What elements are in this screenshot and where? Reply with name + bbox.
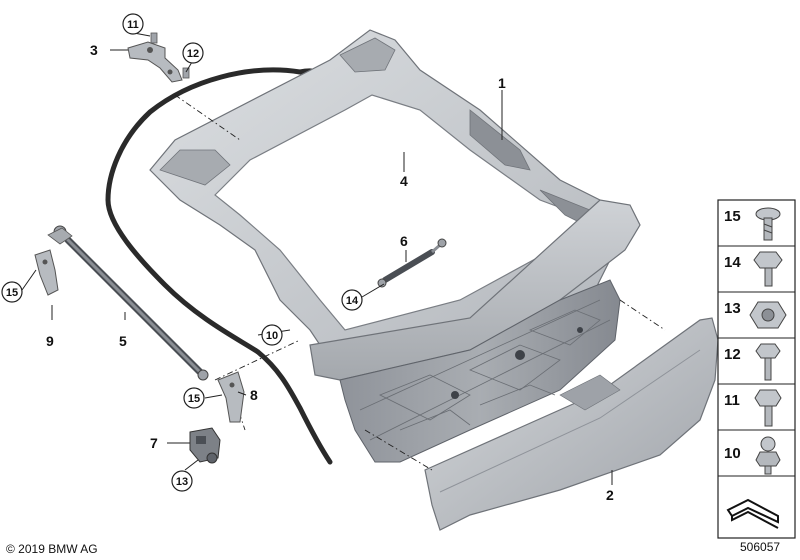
callout-10: 10 xyxy=(261,324,283,346)
flange-bolt-icon xyxy=(753,251,783,287)
callout-12: 12 xyxy=(182,42,204,64)
callout-9: 9 xyxy=(46,333,54,349)
callout-8: 8 xyxy=(250,387,258,403)
svg-text:13: 13 xyxy=(176,476,188,488)
callout-7: 7 xyxy=(150,435,158,451)
callout-6: 6 xyxy=(400,233,408,249)
callout-1: 1 xyxy=(498,75,506,91)
callout-3: 3 xyxy=(90,42,98,58)
ball-stud-icon xyxy=(755,436,781,475)
screw-icon xyxy=(755,207,781,241)
panel-item-12-label: 12 xyxy=(724,346,741,363)
callout-14: 14 xyxy=(341,289,363,311)
copyright-text: © 2019 BMW AG xyxy=(6,542,98,556)
tailgate-trim xyxy=(424,317,719,531)
document-number: 506057 xyxy=(740,540,781,554)
strut-bracket-left xyxy=(34,227,73,296)
callout-13: 13 xyxy=(171,470,193,492)
callout-11: 11 xyxy=(122,13,144,35)
small-strut xyxy=(377,238,447,288)
panel-item-14-label: 14 xyxy=(724,254,741,271)
nut-icon xyxy=(749,301,787,329)
svg-text:15: 15 xyxy=(188,393,200,405)
tailgate-lock xyxy=(189,427,221,464)
stud-bolt-icon xyxy=(754,389,782,427)
panel-item-15-label: 15 xyxy=(724,208,741,225)
tailgate-outer-panel xyxy=(309,199,641,463)
callout-15-lower: 15 xyxy=(183,387,205,409)
hinge-part xyxy=(127,32,190,83)
small-parts-panel: 15 14 13 12 11 1 xyxy=(717,199,796,539)
panel-item-10-label: 10 xyxy=(724,445,741,462)
hex-bolt-icon xyxy=(755,343,781,381)
svg-text:10: 10 xyxy=(266,330,278,342)
callout-15-left: 15 xyxy=(1,281,23,303)
direction-arrow-icon xyxy=(726,498,779,529)
callout-2: 2 xyxy=(606,487,614,503)
svg-text:12: 12 xyxy=(187,48,199,60)
svg-text:14: 14 xyxy=(346,295,359,307)
panel-item-11-label: 11 xyxy=(724,392,740,409)
callout-5: 5 xyxy=(119,333,127,349)
panel-item-13-label: 13 xyxy=(724,300,741,317)
svg-text:15: 15 xyxy=(6,287,18,299)
tailgate-frame xyxy=(149,29,616,361)
svg-text:11: 11 xyxy=(127,19,139,31)
strut-bracket-right xyxy=(217,371,245,423)
callout-4: 4 xyxy=(400,173,408,189)
